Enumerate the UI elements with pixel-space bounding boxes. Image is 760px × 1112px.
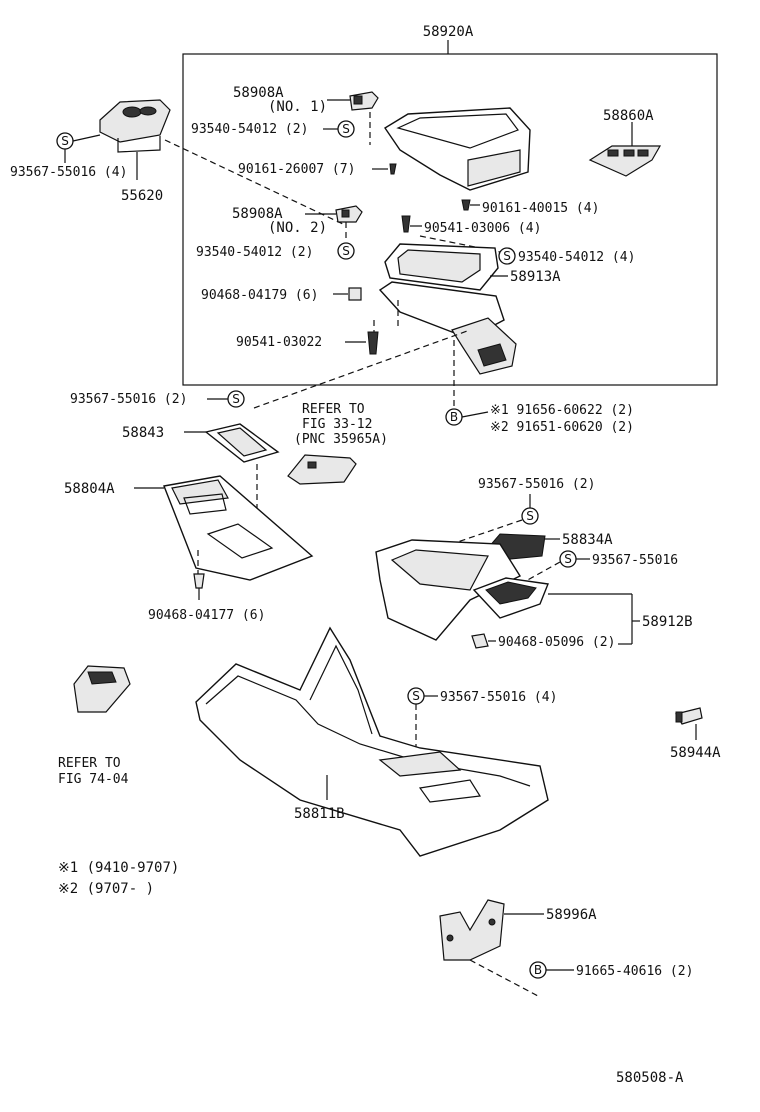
part-ref-33-12 (287, 454, 357, 485)
label-58912B: 58912B (642, 614, 693, 630)
label-58944A: 58944A (670, 745, 721, 761)
part-58908A-no2 (335, 205, 363, 223)
label-93567-c: 93567-55016 (592, 553, 678, 568)
label-90541-03006: 90541-03006 (4) (424, 221, 541, 236)
label-ref33-2: FIG 33-12 (302, 417, 372, 432)
label-93567-4b: 93567-55016 (4) (440, 690, 557, 705)
label-90161-40015: 90161-40015 (4) (482, 201, 599, 216)
screw-symbol: S (342, 122, 350, 136)
screw-symbol: S (564, 552, 572, 566)
label-55620: 55620 (121, 188, 163, 204)
screw-symbol: S (526, 509, 534, 523)
label-58908A-no1: 58908A (233, 85, 284, 101)
part-console-box-base (378, 281, 517, 375)
label-91656: ※1 91656-60622 (2) (490, 403, 634, 418)
part-ref-74-04 (73, 665, 131, 713)
bolt-symbol: B (450, 410, 458, 424)
assembly-frame (182, 53, 718, 386)
label-91665: 91665-40616 (2) (576, 964, 693, 979)
screw-symbol: S (503, 249, 511, 263)
label-58908A-no2: 58908A (232, 206, 283, 222)
label-93567-2: 93567-55016 (2) (70, 392, 187, 407)
label-93540-a: 93540-54012 (2) (191, 122, 308, 137)
figure-id: 580508-A (616, 1070, 684, 1086)
part-58843 (204, 423, 280, 463)
label-58913A: 58913A (510, 269, 561, 285)
label-58804A: 58804A (64, 481, 115, 497)
part-armrest-lid (384, 107, 531, 191)
label-58908A-no2-sub: (NO. 2) (268, 220, 327, 236)
label-91651: ※2 91651-60620 (2) (490, 420, 634, 435)
label-93540-b: 93540-54012 (2) (196, 245, 313, 260)
label-58996A: 58996A (546, 907, 597, 923)
part-58811B (195, 626, 549, 857)
note-2: ※2 (9707- ) (58, 881, 154, 897)
label-ref33-1: REFER TO (302, 402, 365, 417)
label-90161-26007: 90161-26007 (7) (238, 162, 355, 177)
label-58843: 58843 (122, 425, 164, 441)
label-90468-04179: 90468-04179 (6) (201, 288, 318, 303)
screw-symbol: S (412, 689, 420, 703)
screw-symbol: S (232, 392, 240, 406)
part-58913A (384, 243, 499, 291)
label-90468-05096: 90468-05096 (2) (498, 635, 615, 650)
part-58804A (163, 475, 314, 581)
label-ref33-3: (PNC 35965A) (294, 432, 388, 447)
screw-symbol: S (342, 244, 350, 258)
label-93567-2b: 93567-55016 (2) (478, 477, 595, 492)
bolt-symbol: B (534, 963, 542, 977)
label-93567-top: 93567-55016 (4) (10, 165, 127, 180)
note-1: ※1 (9410-9707) (58, 860, 179, 876)
part-58912B (375, 539, 549, 641)
label-93540-c: 93540-54012 (4) (518, 250, 635, 265)
label-ref74-2: FIG 74-04 (58, 772, 129, 787)
label-58834A: 58834A (562, 532, 613, 548)
part-58860A (588, 145, 662, 177)
label-90541-03022: 90541-03022 (236, 335, 322, 350)
part-58996A (439, 899, 505, 961)
label-58860A: 58860A (603, 108, 654, 124)
part-58944A (675, 707, 703, 725)
part-58908A-no1 (349, 91, 379, 111)
label-58811B: 58811B (294, 806, 345, 822)
label-ref74-1: REFER TO (58, 756, 121, 771)
label-58908A-no1-sub: (NO. 1) (268, 99, 327, 115)
label-58920A: 58920A (423, 24, 474, 40)
part-55620 (99, 99, 171, 153)
label-90468-04177: 90468-04177 (6) (148, 608, 265, 623)
screw-symbol: S (61, 134, 69, 148)
